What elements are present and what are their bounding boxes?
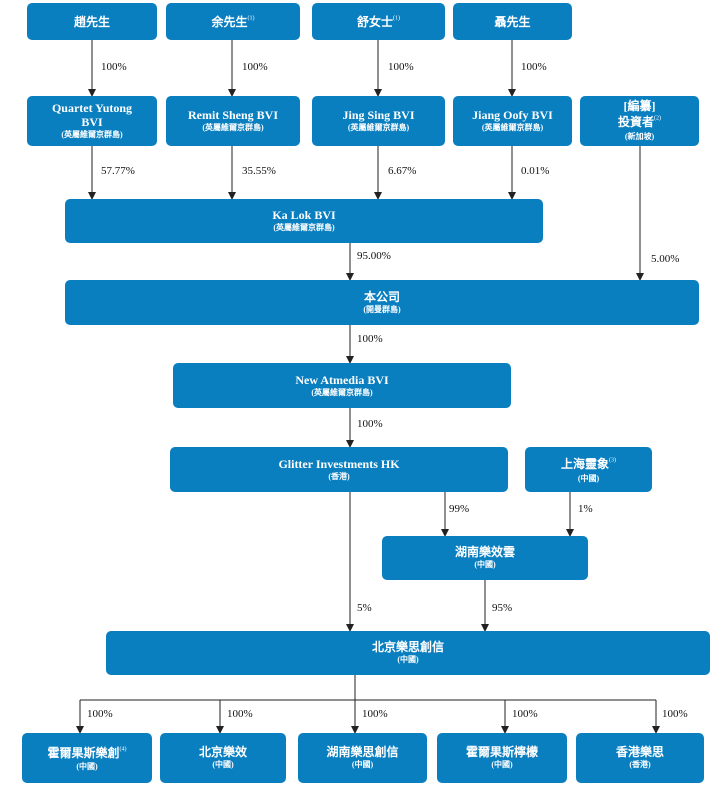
node-hunanchuang: 湖南樂思創信 (中國) <box>298 733 427 783</box>
node-beijing-name: 北京樂思創信 <box>371 640 444 654</box>
node-horgosning-sub: (中國) <box>491 760 513 770</box>
node-yu-note: (1) <box>247 15 255 22</box>
pct-zhao-quartet: 100% <box>101 61 127 73</box>
node-shanghai-name: 上海靈象 <box>560 457 609 472</box>
node-company: 本公司 (開曼群島) <box>65 280 699 325</box>
node-jingsing-name: Jing Sing BVI <box>342 108 415 122</box>
node-company-sub: (開曼群島) <box>363 304 401 314</box>
node-jiangoofy: Jiang Oofy BVI (英屬維爾京群島) <box>453 96 572 146</box>
node-kalok: Ka Lok BVI (英屬維爾京群島) <box>65 199 543 243</box>
node-nie-name: 聶先生 <box>494 14 531 29</box>
node-jiangoofy-sub: (英屬維爾京群島) <box>481 123 544 133</box>
node-investor-name2: 投資者 <box>617 115 654 130</box>
node-glitter: Glitter Investments HK (香港) <box>170 447 508 492</box>
node-hunanxiao-sub: (中國) <box>474 560 496 570</box>
node-company-name: 本公司 <box>363 289 400 304</box>
node-investor-name1: [編纂] <box>623 99 656 114</box>
node-horgos-note: (4) <box>119 746 127 753</box>
node-jiangoofy-name: Jiang Oofy BVI <box>472 108 553 122</box>
node-investor: [編纂] 投資者(2) (新加坡) <box>580 96 699 146</box>
node-horgosning-name: 霍爾果斯檸檬 <box>465 745 538 759</box>
node-bjlexiao-name: 北京樂效 <box>198 745 247 759</box>
pct-investor-company: 5.00% <box>651 253 680 265</box>
node-yu-name: 余先生 <box>211 14 248 29</box>
node-glitter-name: Glitter Investments HK <box>278 456 400 471</box>
pct-quartet-kalok: 57.77% <box>101 165 135 177</box>
node-investor-sub: (新加坡) <box>624 131 655 141</box>
node-kalok-sub: (英屬維爾京群島) <box>273 223 335 233</box>
pct-hunanxiao-beijing: 95% <box>492 602 513 614</box>
pct-remit-kalok: 35.55% <box>242 165 276 177</box>
node-beijing: 北京樂思創信 (中國) <box>106 631 710 675</box>
node-shu: 舒女士(1) <box>312 3 445 40</box>
node-newatmedia: New Atmedia BVI (英屬維爾京群島) <box>173 363 511 408</box>
node-newatmedia-name: New Atmedia BVI <box>295 372 389 387</box>
node-shu-name: 舒女士 <box>356 14 393 29</box>
node-newatmedia-sub: (英屬維爾京群島) <box>311 387 373 397</box>
node-beijing-sub: (中國) <box>397 655 419 665</box>
node-kalok-name: Ka Lok BVI <box>272 208 336 222</box>
node-hunanxiao: 湖南樂效雲 (中國) <box>382 536 588 580</box>
node-remit: Remit Sheng BVI (英屬維爾京群島) <box>166 96 300 146</box>
node-hklesi: 香港樂思 (香港) <box>576 733 704 783</box>
pct-newatmedia-glitter: 100% <box>357 418 383 430</box>
node-jingsing: Jing Sing BVI (英屬維爾京群島) <box>312 96 445 146</box>
pct-jingsing-kalok: 6.67% <box>388 165 417 177</box>
pct-shu-jingsing: 100% <box>388 61 414 73</box>
node-zhao: 趙先生 <box>27 3 157 40</box>
pct-kalok-company: 95.00% <box>357 250 391 262</box>
node-remit-name: Remit Sheng BVI <box>188 108 279 122</box>
node-horgosning: 霍爾果斯檸檬 (中國) <box>437 733 567 783</box>
node-remit-sub: (英屬維爾京群島) <box>202 123 264 133</box>
pct-nie-jiangoofy: 100% <box>521 61 547 73</box>
node-glitter-sub: (香港) <box>328 471 350 481</box>
pct-beijing-horgosning: 100% <box>512 708 538 720</box>
pct-glitter-beijing: 5% <box>357 602 372 614</box>
node-bjlexiao-sub: (中國) <box>212 760 234 770</box>
pct-glitter-hunanxiao: 99% <box>449 503 470 515</box>
node-hklesi-sub: (香港) <box>629 760 651 770</box>
node-investor-note: (2) <box>654 116 661 123</box>
node-shu-note: (1) <box>393 15 400 22</box>
pct-yu-remit: 100% <box>242 61 268 73</box>
node-hunanchuang-name: 湖南樂思創信 <box>326 745 399 759</box>
node-zhao-name: 趙先生 <box>73 14 110 29</box>
node-jingsing-sub: (英屬維爾京群島) <box>347 123 410 133</box>
node-quartet: Quartet Yutong BVI (英屬維爾京群島) <box>27 96 157 146</box>
node-bjlexiao: 北京樂效 (中國) <box>160 733 286 783</box>
node-hunanchuang-sub: (中國) <box>351 760 374 770</box>
pct-beijing-bjlexiao: 100% <box>227 708 253 720</box>
pct-company-newatmedia: 100% <box>357 333 383 345</box>
node-quartet-name: Quartet Yutong BVI <box>51 101 133 129</box>
node-horgos-sub: (中國) <box>76 762 98 772</box>
node-shanghai-sub: (中國) <box>577 473 600 483</box>
pct-beijing-hunanchuang: 100% <box>362 708 388 720</box>
pct-jiangoofy-kalok: 0.01% <box>521 165 550 177</box>
node-horgos-name: 霍爾果斯樂創 <box>47 745 120 760</box>
node-yu: 余先生(1) <box>166 3 300 40</box>
node-shanghai-note: (3) <box>609 457 616 464</box>
pct-shanghai-hunanxiao: 1% <box>578 503 593 515</box>
pct-beijing-hklesi: 100% <box>662 708 688 720</box>
pct-beijing-horgos: 100% <box>87 708 113 720</box>
node-quartet-sub: (英屬維爾京群島) <box>61 129 123 139</box>
node-nie: 聶先生 <box>453 3 572 40</box>
node-horgos: 霍爾果斯樂創(4) (中國) <box>22 733 152 783</box>
node-hunanxiao-name: 湖南樂效雲 <box>454 545 515 559</box>
node-hklesi-name: 香港樂思 <box>615 745 664 759</box>
node-shanghai: 上海靈象(3) (中國) <box>525 447 652 492</box>
